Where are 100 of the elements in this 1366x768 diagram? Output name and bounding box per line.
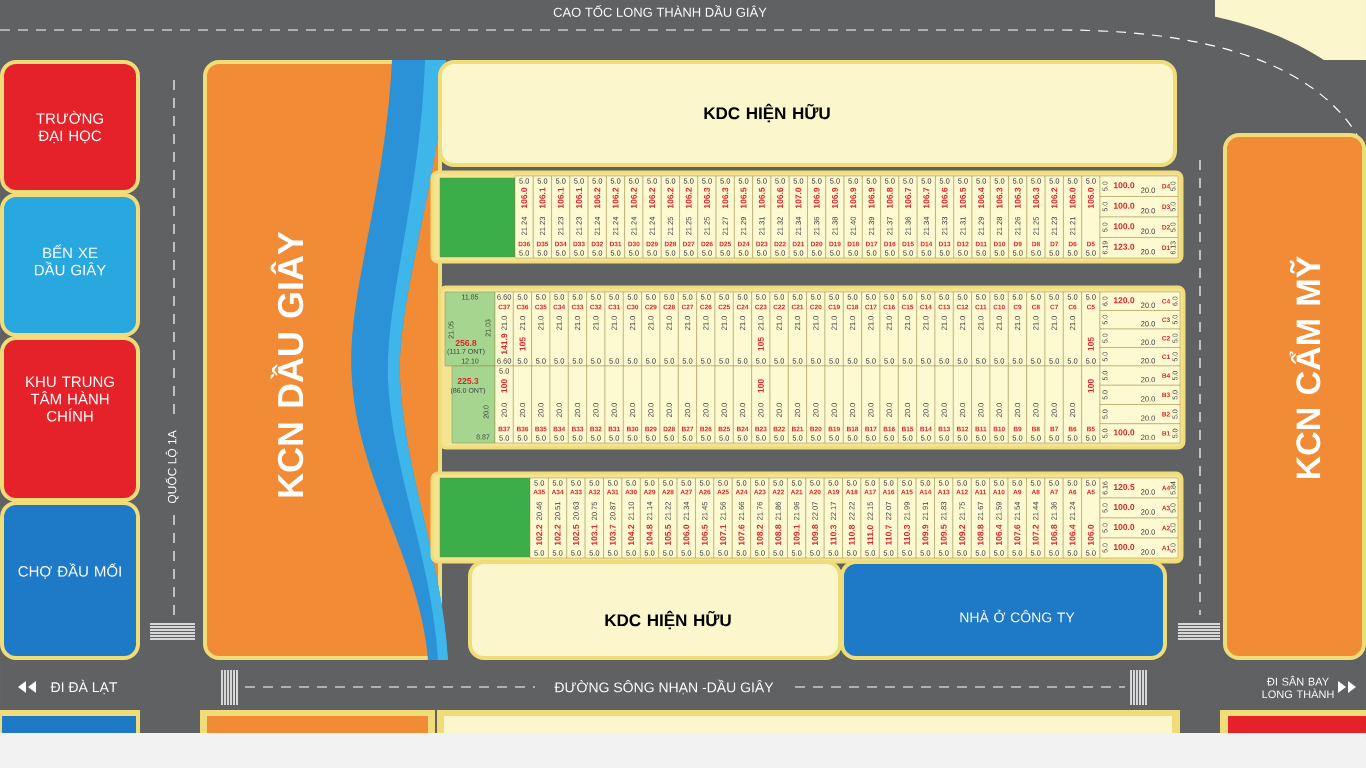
area-label: 106.2 <box>649 187 656 209</box>
lot-box <box>898 175 918 259</box>
lot-box <box>529 477 549 559</box>
lot-box <box>568 291 587 367</box>
area-label: 106.0 <box>521 187 528 209</box>
lot-box <box>587 175 607 259</box>
area-label: 105 <box>1087 337 1094 351</box>
area-label: 100 <box>1087 379 1094 393</box>
lot-box <box>568 365 587 444</box>
lot-box <box>678 291 697 367</box>
area-label: 108.8 <box>977 524 984 546</box>
area-label: 106.9 <box>813 187 820 209</box>
zone-block <box>0 501 140 660</box>
lot-box <box>788 291 807 367</box>
lot-box <box>551 175 571 259</box>
zone-block <box>0 60 140 194</box>
lot-box <box>1099 216 1179 238</box>
lot-box <box>659 365 679 444</box>
lot-box <box>917 175 936 259</box>
area-label: 109.8 <box>812 524 818 546</box>
area-label: 107.6 <box>738 524 745 546</box>
lot-box <box>770 175 790 259</box>
area-label: 120.0 <box>1113 297 1135 304</box>
lot-box <box>604 365 624 444</box>
lot-box <box>971 477 990 559</box>
lot-box <box>880 175 900 259</box>
area-label: 106.6 <box>777 187 784 209</box>
lot-box <box>450 365 496 444</box>
lot-box <box>952 477 972 559</box>
lot-box <box>971 175 991 259</box>
lot-box <box>843 291 862 367</box>
area-label: 106.2 <box>594 187 601 209</box>
lot-box <box>769 291 789 367</box>
area-label: 106.4 <box>1069 524 1076 546</box>
area-label: 106.9 <box>850 187 857 209</box>
lot-box <box>842 477 862 559</box>
lot-box <box>549 291 569 367</box>
lot-box <box>714 291 734 367</box>
area-label: 105.5 <box>664 524 671 546</box>
area-label: 106.7 <box>905 187 912 209</box>
lot-box <box>548 477 567 559</box>
lot-box <box>1063 365 1082 444</box>
area-label: 106.5 <box>758 187 765 209</box>
lot-box <box>769 365 789 444</box>
lot-box <box>1099 196 1179 218</box>
area-label: 106.0 <box>1087 524 1094 546</box>
area-label: 105 <box>757 337 764 351</box>
lot-box <box>695 477 715 559</box>
area-label: 106.4 <box>995 524 1002 546</box>
area-label: 109.5 <box>940 524 947 546</box>
area-label: 102.5 <box>573 524 579 546</box>
lot-box <box>621 477 641 559</box>
zone-label: CHỢ ĐẦU MỐI <box>18 563 121 579</box>
lot-box <box>768 477 788 559</box>
lot-box <box>1099 423 1181 444</box>
residential-zone <box>438 60 1177 167</box>
lot-box <box>934 477 954 559</box>
lot-box <box>1099 497 1179 519</box>
area-label: 106.1 <box>539 187 546 209</box>
residential-zone <box>468 560 842 660</box>
lot-box <box>915 477 935 559</box>
lot-box <box>898 291 917 367</box>
lot-box <box>824 365 844 444</box>
area-label: 106.5 <box>959 187 966 209</box>
zone-label: KCN DẦU GIÂY <box>270 231 304 497</box>
area-label: 106.8 <box>1051 524 1058 546</box>
lot-box <box>494 365 514 444</box>
lot-box <box>1099 517 1179 539</box>
area-label: 106.0 <box>1069 187 1076 209</box>
area-label: 107.1 <box>720 524 727 546</box>
lot-box <box>603 477 623 559</box>
area-label: 106.9 <box>831 187 838 209</box>
area-label: 106.9 <box>868 187 875 209</box>
lot-box <box>1008 291 1027 367</box>
lot-box <box>623 365 642 444</box>
lot-box <box>533 175 552 259</box>
lot-box <box>713 477 733 559</box>
lot-box <box>898 365 917 444</box>
zone-block <box>0 193 140 337</box>
area-label: 106.7 <box>923 187 930 209</box>
area-label: 100 <box>501 379 508 393</box>
lot-box <box>734 175 753 259</box>
lot-box <box>1007 477 1027 559</box>
area-label: 106.0 <box>1087 187 1094 209</box>
area-label: 107.6 <box>1014 524 1021 546</box>
area-label: 123.0 <box>1113 243 1135 250</box>
lot-box <box>953 365 972 444</box>
road-name: CAO TỐC LONG THÀNH DẦU GIÂY <box>553 5 767 17</box>
lot-box <box>624 175 644 259</box>
area-label: 106.1 <box>576 187 582 209</box>
lot-box <box>715 175 735 259</box>
area-label: 100.0 <box>1113 182 1135 189</box>
lot-box <box>860 477 880 559</box>
lot-box <box>1044 291 1064 367</box>
lot-box <box>989 365 1009 444</box>
lot-box <box>788 365 807 444</box>
lot-box <box>513 365 532 444</box>
park-area <box>439 177 516 258</box>
area-label: 100.0 <box>1113 524 1135 530</box>
area-label: 103.7 <box>609 524 616 546</box>
